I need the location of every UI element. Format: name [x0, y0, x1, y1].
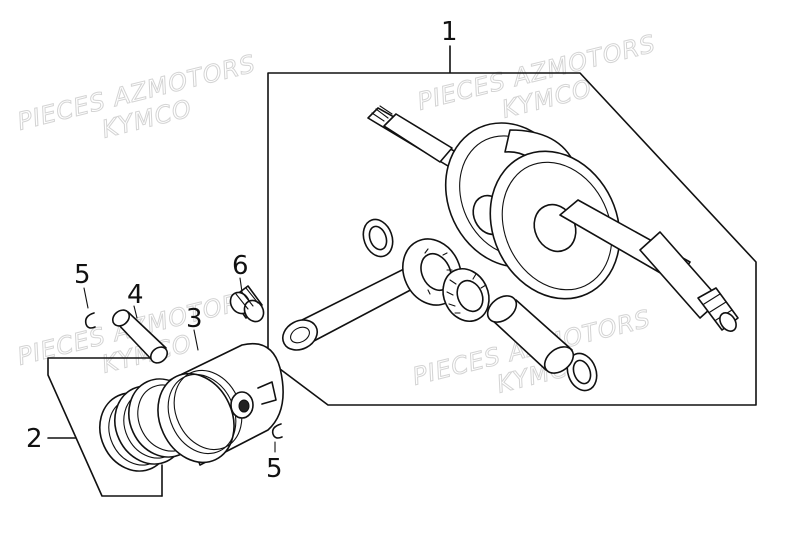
connecting-rod — [282, 238, 462, 351]
piston — [157, 343, 284, 466]
callout-4: 4 — [127, 280, 144, 310]
clip-top-icon — [84, 312, 96, 329]
washer-lower — [566, 352, 598, 392]
callout-5-bottom: 5 — [266, 454, 283, 484]
crankshaft-assembly-frame — [267, 45, 757, 406]
small-end-bearing — [229, 285, 265, 323]
callout-2: 2 — [26, 424, 43, 454]
leader-lines — [83, 277, 276, 453]
callout-6: 6 — [232, 251, 249, 281]
callout-5-top: 5 — [74, 260, 91, 290]
washer-upper — [362, 218, 394, 258]
crankshaft — [367, 105, 739, 332]
clip-bottom-icon — [271, 423, 283, 439]
callout-3: 3 — [186, 304, 203, 334]
callout-1: 1 — [441, 17, 458, 47]
watermark-1: PIECES AZMOTORS KYMCO — [14, 49, 259, 144]
piston-pin-kit — [486, 295, 575, 374]
big-end-bearing — [442, 268, 490, 322]
rings-bracket — [47, 357, 163, 497]
piston-pin — [111, 309, 169, 364]
